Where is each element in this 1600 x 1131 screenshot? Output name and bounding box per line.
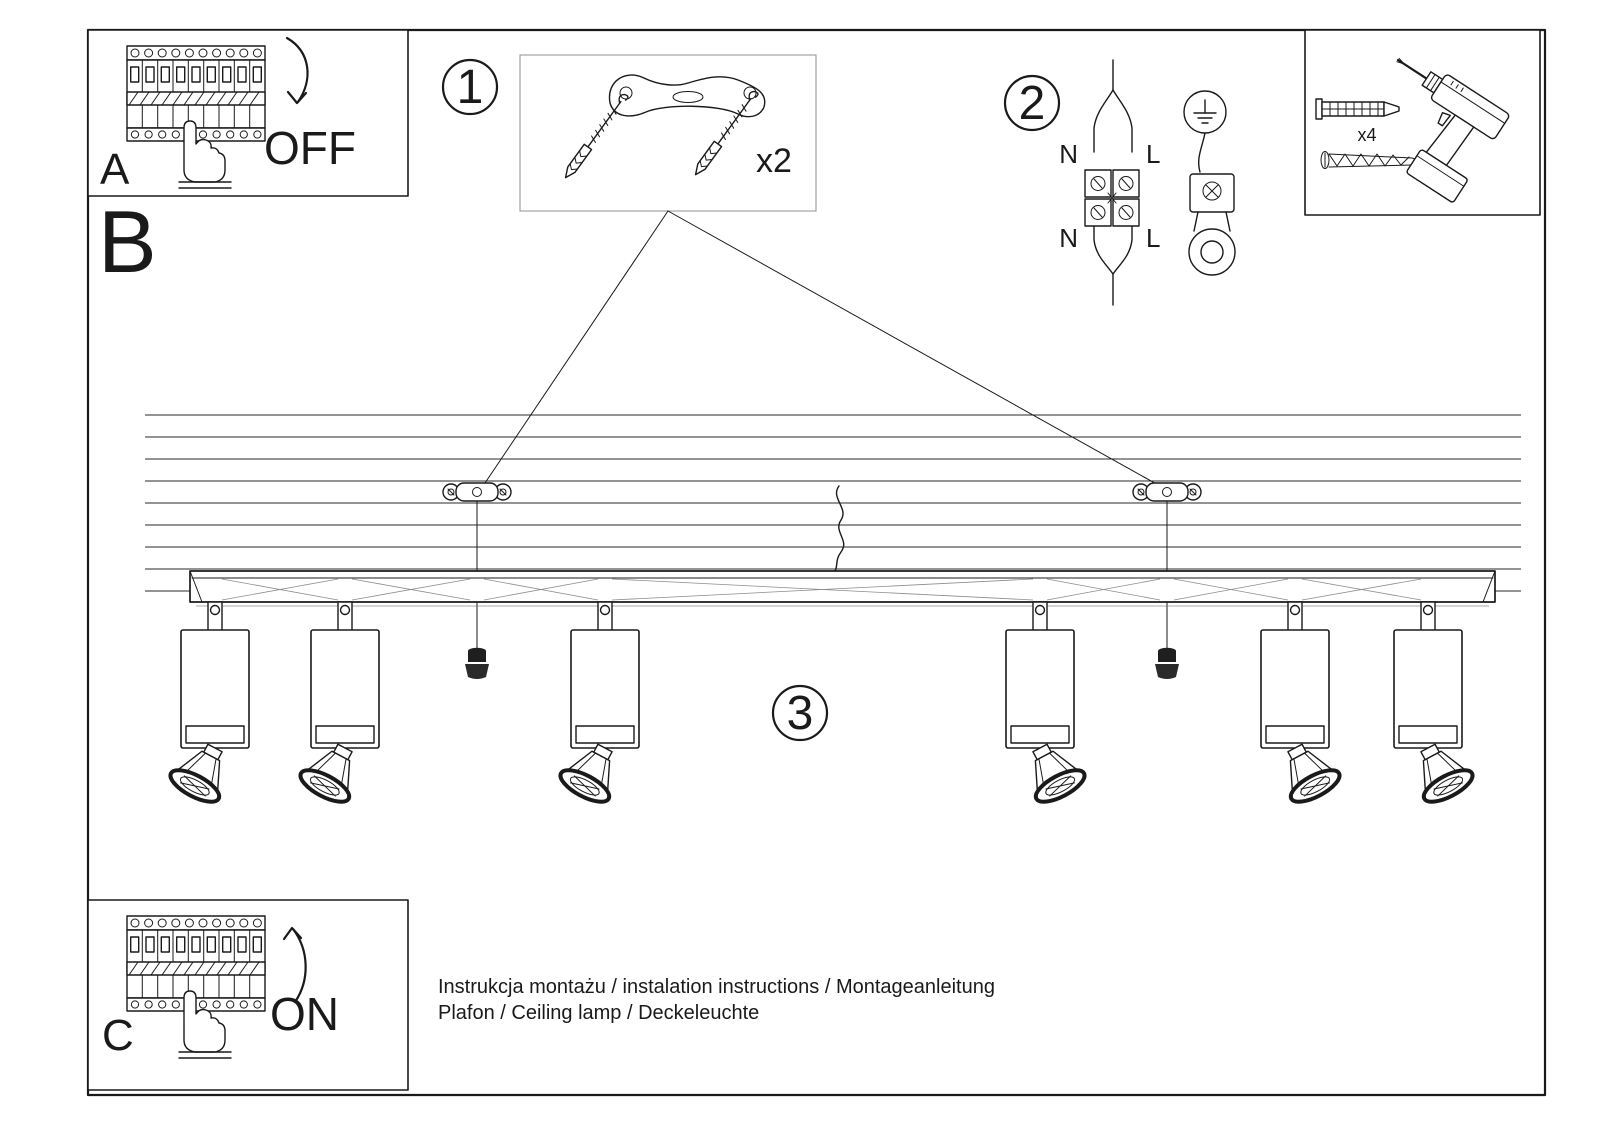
step3-number-circle xyxy=(771,684,829,742)
label-line-bottom: L xyxy=(1146,223,1160,253)
arrow-up-icon xyxy=(282,926,307,1004)
earth-terminal-icon xyxy=(1188,173,1236,276)
label-neutral-bottom: N xyxy=(1059,223,1078,253)
tools-quantity: x4 xyxy=(1357,125,1376,145)
sheet-border xyxy=(86,28,1547,1097)
footer-line2: Plafon / Ceiling lamp / Deckeleuchte xyxy=(438,1002,759,1024)
power-wire xyxy=(834,485,845,572)
panel-a-state: OFF xyxy=(264,122,356,174)
label-neutral-top: N xyxy=(1059,139,1078,169)
step3-number: 3 xyxy=(787,687,814,740)
spotlight-1 xyxy=(166,601,250,808)
arrow-down-icon xyxy=(285,36,309,105)
suspension-cables xyxy=(476,500,1168,650)
spotlight-6 xyxy=(1393,601,1477,808)
step2-wiring: 2 N L N L xyxy=(1003,59,1236,306)
panel-a-box: A OFF xyxy=(87,29,409,197)
panel-c-letter: C xyxy=(102,1011,134,1060)
step2-number: 2 xyxy=(1019,77,1046,130)
step1-quantity: x2 xyxy=(756,142,792,180)
spotlight-3 xyxy=(556,601,640,808)
step1-parts: 1 x2 xyxy=(441,54,817,212)
spotlight-5 xyxy=(1260,601,1344,808)
step2-number-circle xyxy=(1003,74,1061,132)
panel-c-box: C ON xyxy=(87,899,409,1091)
screw-icon xyxy=(1320,151,1423,169)
cable-gripper-icon xyxy=(1155,647,1179,679)
section-b-letter: B xyxy=(98,192,157,291)
terminal-block-icon xyxy=(1084,169,1140,227)
tools-box: x4 xyxy=(1304,29,1541,216)
cable-gripper-icon xyxy=(465,647,489,679)
parts-box xyxy=(519,54,817,212)
earth-wire xyxy=(1197,132,1206,173)
drill-icon xyxy=(1396,57,1510,203)
spotlight-2 xyxy=(296,601,380,808)
ceiling-lines xyxy=(145,414,1521,592)
earth-symbol-icon xyxy=(1183,90,1227,134)
spotlight-4 xyxy=(1005,601,1089,808)
wall-plug-icon xyxy=(1315,98,1400,120)
panel-c-state: ON xyxy=(270,988,339,1040)
ceiling-bracket-icon xyxy=(442,482,512,502)
step1-number-circle xyxy=(441,58,499,116)
track-bar xyxy=(189,570,1496,607)
leader-lines xyxy=(482,210,1161,487)
ceiling-bracket-icon xyxy=(1132,482,1202,502)
panel-a-letter: A xyxy=(100,145,130,194)
label-line-top: L xyxy=(1146,139,1160,169)
footer-line1: Instrukcja montażu / instalation instruc… xyxy=(438,976,995,998)
supply-wires-icon xyxy=(1093,59,1133,306)
mounting-bracket-icon xyxy=(608,74,766,118)
step1-number: 1 xyxy=(457,61,484,114)
footer: Instrukcja montażu / instalation instruc… xyxy=(438,976,995,1024)
ceiling-assembly: 3 xyxy=(145,210,1521,808)
